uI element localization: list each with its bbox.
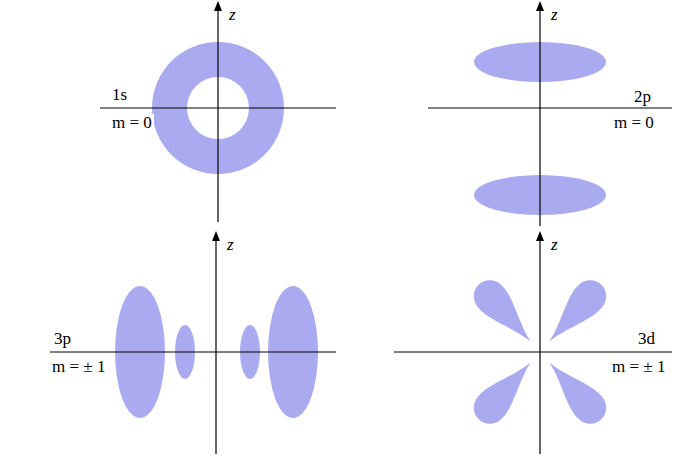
- axis-label: z: [225, 236, 236, 255]
- orbital-label: 1s: [110, 86, 129, 105]
- z-axis: [539, 236, 540, 454]
- horizontal-axis: [394, 352, 672, 353]
- z-axis: [215, 236, 216, 454]
- quantum-number: m = 0: [110, 114, 154, 133]
- horizontal-axis: [428, 108, 672, 109]
- axis-label: z: [549, 236, 560, 255]
- z-axis: [539, 6, 540, 226]
- orbital-label: 3p: [52, 330, 73, 349]
- orbital-label: 2p: [632, 88, 653, 107]
- axis-label: z: [227, 6, 238, 25]
- axis-label: z: [549, 6, 560, 25]
- orbital-label: 3d: [636, 330, 657, 349]
- quantum-number: m = ± 1: [50, 358, 107, 377]
- horizontal-axis: [50, 352, 336, 353]
- quantum-number: m = ± 1: [610, 358, 667, 377]
- z-axis: [217, 6, 218, 222]
- quantum-number: m = 0: [612, 114, 656, 133]
